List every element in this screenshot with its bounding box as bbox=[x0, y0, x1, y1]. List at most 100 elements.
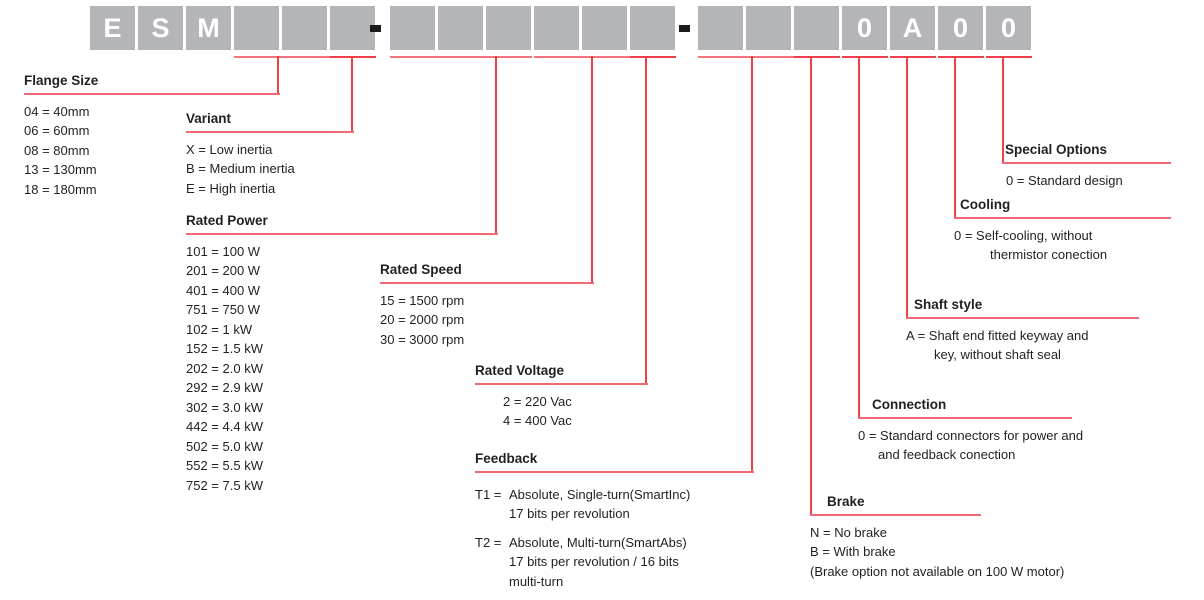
list-item: E = High inertia bbox=[186, 180, 276, 196]
leader-drop-brake bbox=[810, 56, 812, 515]
section-rule-variant bbox=[186, 130, 354, 133]
feedback-line: 17 bits per revolution bbox=[509, 506, 630, 522]
section-cooling: Cooling 0 = Self-cooling, without thermi… bbox=[954, 197, 1171, 265]
cooling-line-2: thermistor conection bbox=[990, 247, 1108, 263]
list-item: 752 = 7.5 kW bbox=[186, 477, 263, 493]
section-title-connection: Connection bbox=[872, 397, 947, 412]
list-item: X = Low inertia bbox=[186, 141, 273, 157]
code-box-17: A bbox=[890, 6, 935, 50]
section-body-cooling: 0 = Self-cooling, without thermistor con… bbox=[954, 219, 1171, 265]
leader-drop-feedback bbox=[751, 56, 753, 472]
list-item: T1 = Absolute, Single-turn(SmartInc) 17 … bbox=[475, 485, 754, 524]
feedback-line: multi-turn bbox=[509, 573, 564, 589]
list-item: B = With brake bbox=[810, 544, 896, 560]
section-special-options: Special Options 0 = Standard design bbox=[1002, 142, 1171, 190]
code-box-7 bbox=[390, 6, 435, 50]
section-rule-rated-power bbox=[186, 232, 498, 235]
leader-bracket-rated-speed bbox=[534, 56, 630, 58]
leader-drop-rated-power bbox=[495, 56, 497, 234]
list-item: 502 = 5.0 kW bbox=[186, 438, 263, 454]
section-title-brake: Brake bbox=[827, 494, 865, 509]
code-separator-2 bbox=[679, 25, 690, 32]
section-body-rated-speed: 15 = 1500 rpm 20 = 2000 rpm 30 = 3000 rp… bbox=[380, 284, 594, 350]
leader-bracket-feedback bbox=[698, 56, 794, 58]
leader-drop-flange-size bbox=[277, 56, 279, 94]
leader-bracket-connection bbox=[842, 56, 888, 58]
section-title-shaft-style: Shaft style bbox=[914, 297, 983, 312]
section-rule-special-options bbox=[1002, 161, 1171, 164]
leader-drop-variant bbox=[351, 56, 353, 132]
section-body-flange-size: 04 = 40mm 06 = 60mm 08 = 80mm 13 = 130mm… bbox=[24, 95, 280, 200]
leader-drop-cooling bbox=[954, 56, 956, 218]
list-item: 401 = 400 W bbox=[186, 282, 261, 298]
code-box-18: 0 bbox=[938, 6, 983, 50]
feedback-line: 17 bits per revolution / 16 bits bbox=[509, 554, 679, 570]
section-rule-flange-size bbox=[24, 92, 280, 95]
list-item: 442 = 4.4 kW bbox=[186, 419, 263, 435]
section-body-rated-power: 101 = 100 W 201 = 200 W 401 = 400 W 751 … bbox=[186, 235, 498, 496]
section-shaft-style: Shaft style A = Shaft end fitted keyway … bbox=[906, 297, 1139, 365]
list-item: 552 = 5.5 kW bbox=[186, 458, 263, 474]
list-item: 20 = 2000 rpm bbox=[380, 312, 465, 328]
code-box-6 bbox=[330, 6, 375, 50]
code-box-1: E bbox=[90, 6, 135, 50]
code-box-13 bbox=[698, 6, 743, 50]
section-title-rated-voltage: Rated Voltage bbox=[475, 363, 565, 378]
code-box-12 bbox=[630, 6, 675, 50]
leader-bracket-rated-voltage bbox=[630, 56, 676, 58]
leader-bracket-variant bbox=[330, 56, 376, 58]
section-body-shaft-style: A = Shaft end fitted keyway and key, wit… bbox=[906, 319, 1139, 365]
list-item: 2 = 220 Vac bbox=[503, 393, 572, 409]
code-box-5 bbox=[282, 6, 327, 50]
list-item: 15 = 1500 rpm bbox=[380, 292, 465, 308]
leader-bracket-shaft-style bbox=[890, 56, 936, 58]
section-rule-brake bbox=[810, 513, 981, 516]
feedback-value: Absolute, Single-turn(SmartInc) 17 bits … bbox=[509, 485, 690, 524]
section-rule-feedback bbox=[475, 470, 754, 473]
code-box-11 bbox=[582, 6, 627, 50]
section-body-connection: 0 = Standard connectors for power and an… bbox=[858, 419, 1084, 465]
feedback-value: Absolute, Multi-turn(SmartAbs) 17 bits p… bbox=[509, 533, 687, 592]
leader-drop-rated-speed bbox=[591, 56, 593, 283]
section-flange-size: Flange Size 04 = 40mm 06 = 60mm 08 = 80m… bbox=[24, 73, 280, 200]
list-item: 292 = 2.9 kW bbox=[186, 380, 263, 396]
section-title-flange-size: Flange Size bbox=[24, 73, 99, 88]
list-item: 18 = 180mm bbox=[24, 181, 97, 197]
section-rule-cooling bbox=[954, 216, 1171, 219]
list-item: 302 = 3.0 kW bbox=[186, 399, 263, 415]
list-item: 202 = 2.0 kW bbox=[186, 360, 263, 376]
section-rule-connection bbox=[858, 416, 1072, 419]
list-item: 751 = 750 W bbox=[186, 302, 261, 318]
list-item: 13 = 130mm bbox=[24, 162, 97, 178]
code-box-14 bbox=[746, 6, 791, 50]
section-title-feedback: Feedback bbox=[475, 451, 538, 466]
list-item: 152 = 1.5 kW bbox=[186, 341, 263, 357]
cooling-line-1: 0 = Self-cooling, without bbox=[954, 227, 1093, 243]
feedback-line: Absolute, Single-turn(SmartInc) bbox=[509, 486, 691, 502]
leader-bracket-flange-size bbox=[234, 56, 330, 58]
section-title-special-options: Special Options bbox=[1005, 142, 1108, 157]
shaft-style-line-1: A = Shaft end fitted keyway and bbox=[906, 327, 1089, 343]
section-connection: Connection 0 = Standard connectors for p… bbox=[858, 397, 1084, 465]
list-item: 102 = 1 kW bbox=[186, 321, 253, 337]
code-box-10 bbox=[534, 6, 579, 50]
connection-line-1: 0 = Standard connectors for power and bbox=[858, 427, 1084, 443]
feedback-line: Absolute, Multi-turn(SmartAbs) bbox=[509, 534, 687, 550]
code-box-2: S bbox=[138, 6, 183, 50]
code-box-8 bbox=[438, 6, 483, 50]
list-item: 08 = 80mm bbox=[24, 142, 90, 158]
section-rated-voltage: Rated Voltage 2 = 220 Vac 4 = 400 Vac bbox=[475, 363, 648, 431]
list-item: 30 = 3000 rpm bbox=[380, 331, 465, 347]
section-brake: Brake N = No brake B = With brake (Brake… bbox=[810, 494, 1064, 582]
section-title-variant: Variant bbox=[186, 111, 232, 126]
section-body-brake: N = No brake B = With brake (Brake optio… bbox=[810, 516, 1064, 582]
list-item: 201 = 200 W bbox=[186, 263, 261, 279]
leader-bracket-special-options bbox=[986, 56, 1032, 58]
code-box-15 bbox=[794, 6, 839, 50]
special-options-line-1: 0 = Standard design bbox=[1006, 172, 1123, 188]
connection-line-2: and feedback conection bbox=[878, 447, 1016, 463]
leader-drop-rated-voltage bbox=[645, 56, 647, 384]
leader-drop-shaft-style bbox=[906, 56, 908, 318]
section-title-cooling: Cooling bbox=[960, 197, 1011, 212]
